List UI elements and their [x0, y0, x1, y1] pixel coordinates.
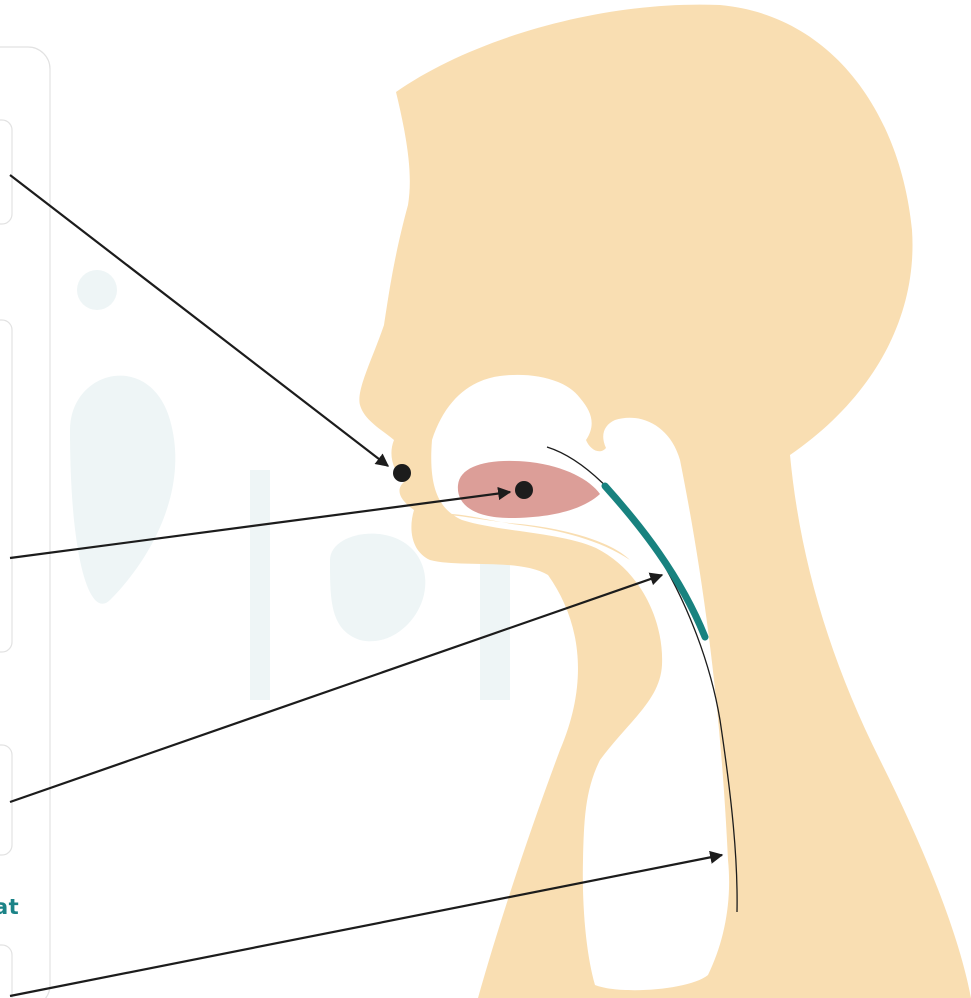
mouth-opening-dot	[393, 464, 411, 482]
label-card-1	[0, 120, 12, 224]
label-card-2	[0, 320, 12, 652]
tongue-dot	[515, 481, 533, 499]
side-panel-partial-label: at	[0, 895, 19, 919]
arrow-mouth	[10, 175, 388, 466]
label-card-3	[0, 745, 12, 855]
label-panel	[0, 47, 50, 998]
label-card-4	[0, 945, 12, 998]
